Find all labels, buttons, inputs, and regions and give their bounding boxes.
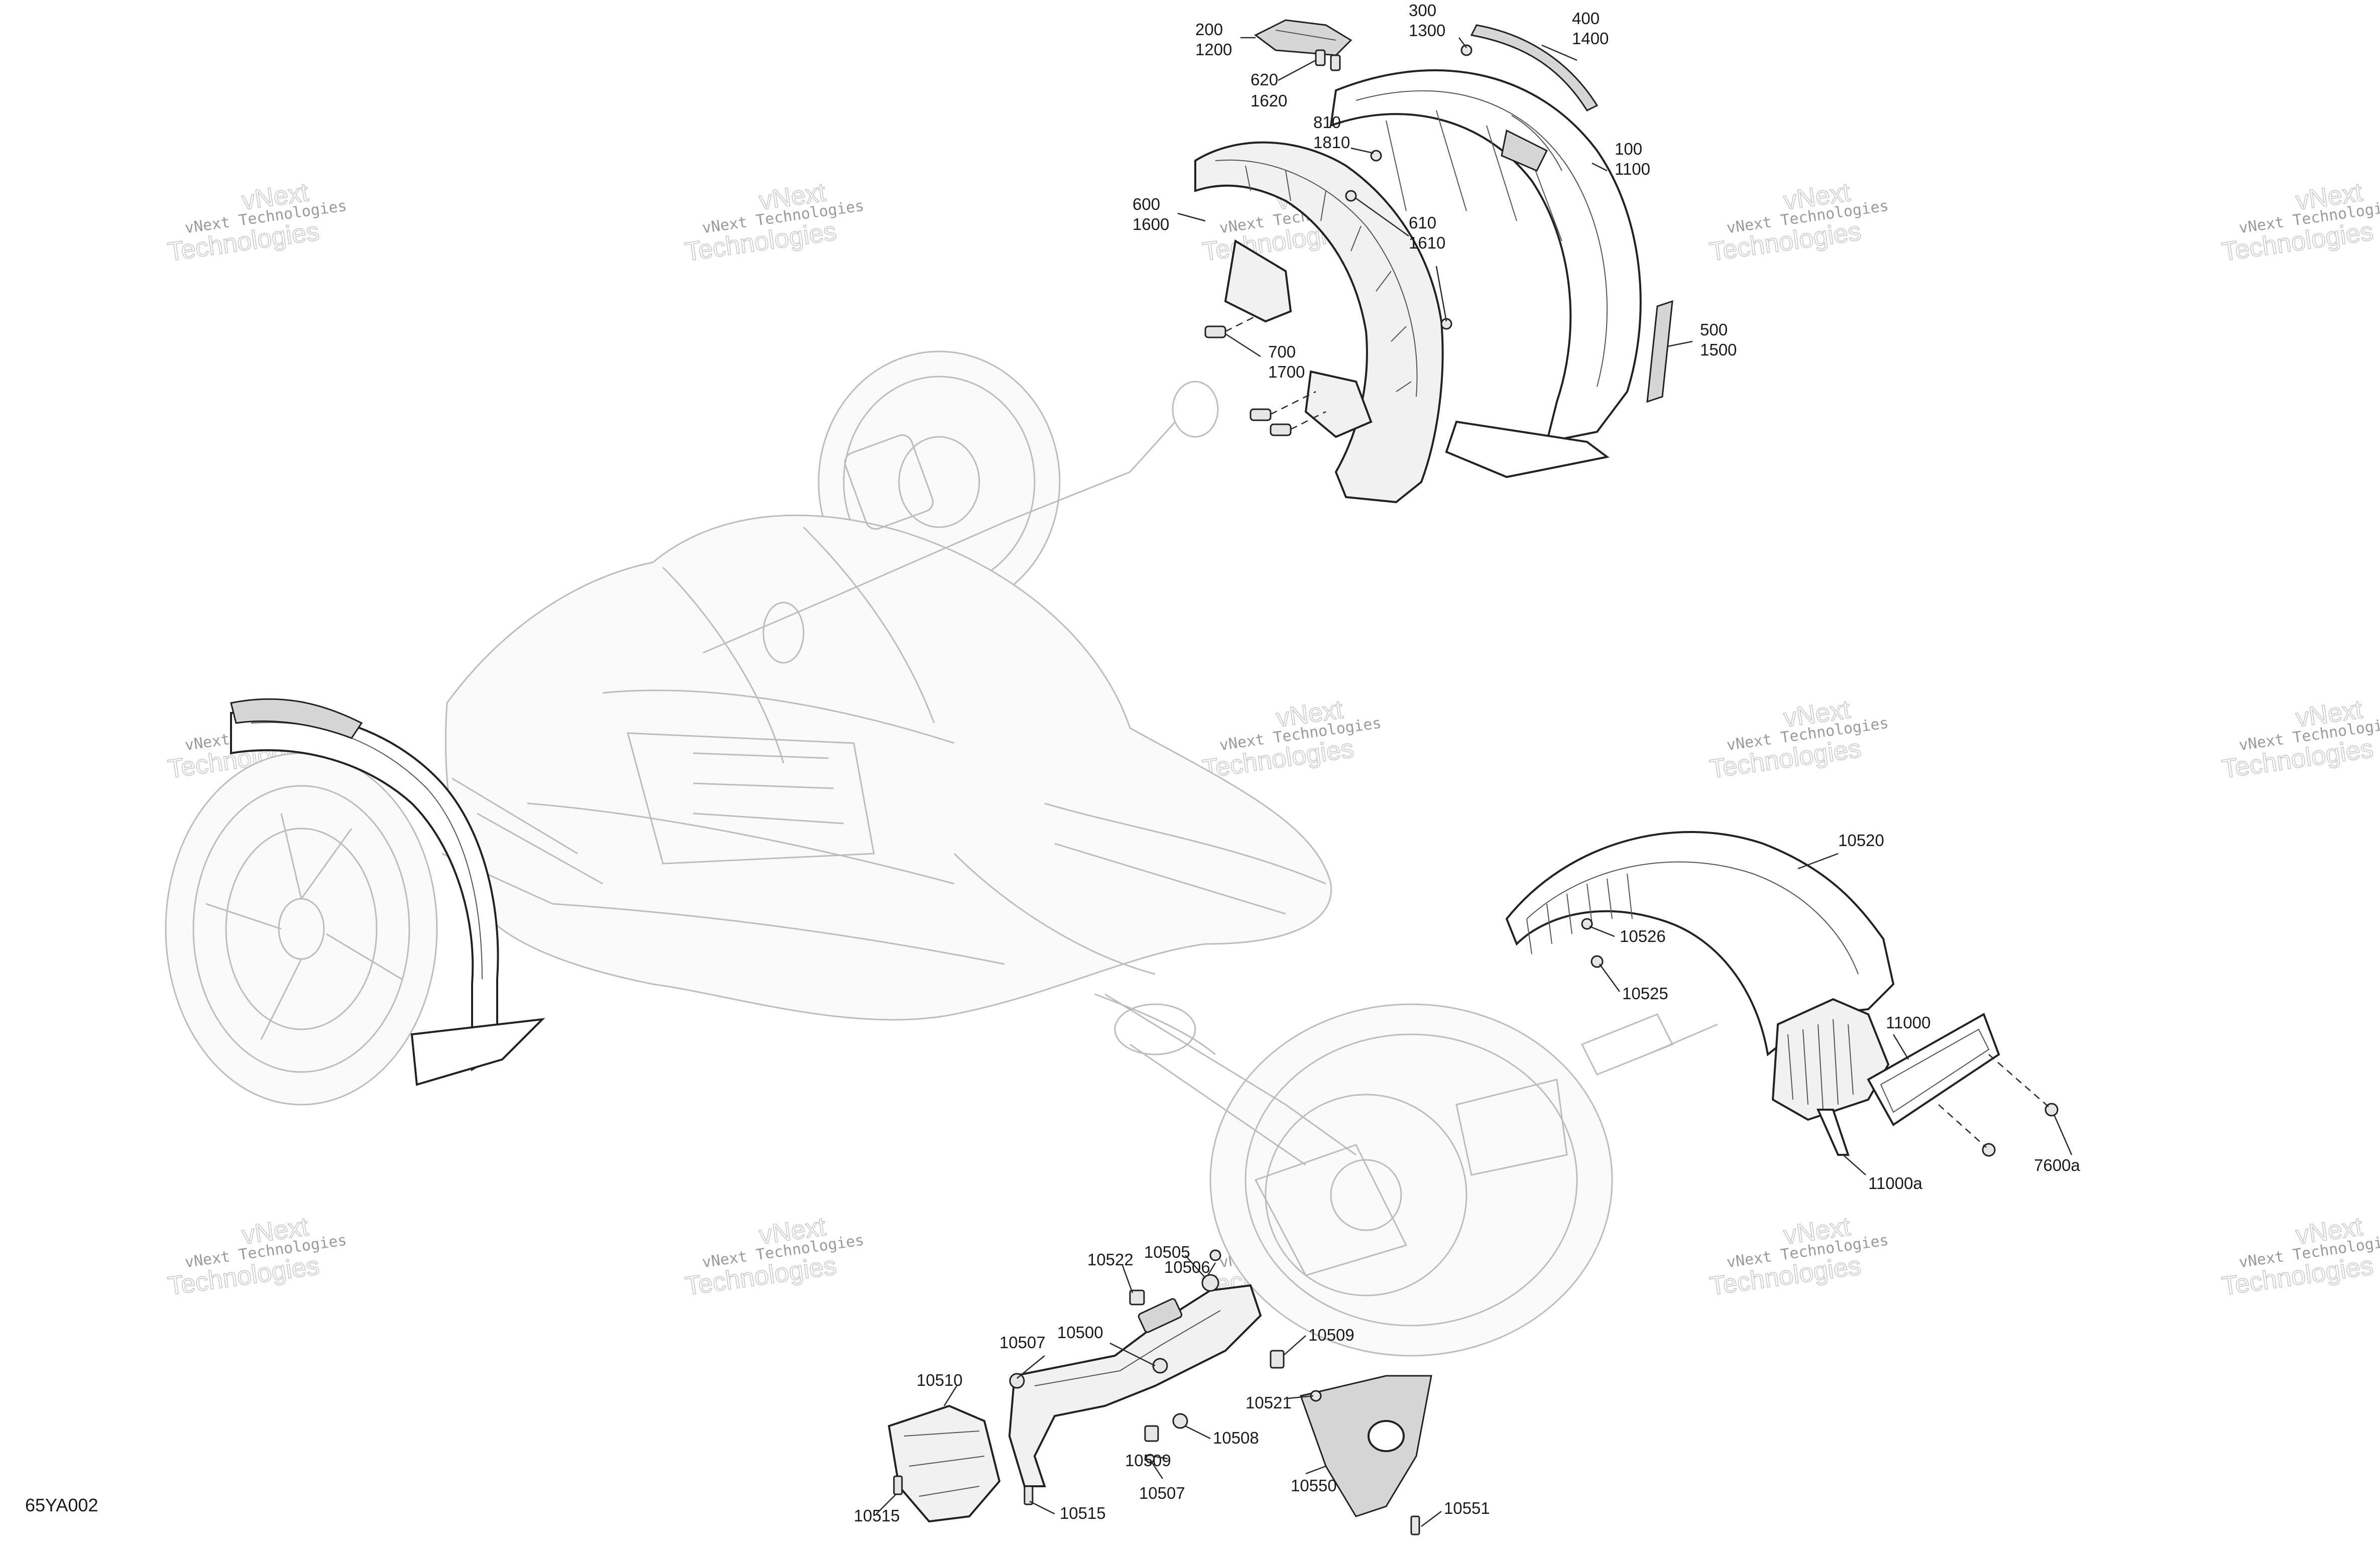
bolt-icon bbox=[1250, 408, 1272, 421]
nut-icon bbox=[1145, 1454, 1155, 1464]
callout-label: 1400 bbox=[1572, 29, 1609, 48]
callout-label: 300 bbox=[1409, 1, 1436, 20]
left-front-fender bbox=[230, 698, 545, 1086]
callout-label: 10522 bbox=[1087, 1250, 1134, 1269]
screw-icon bbox=[1330, 54, 1341, 71]
callout-label: 10500 bbox=[1057, 1323, 1103, 1342]
washer-icon bbox=[1201, 1274, 1219, 1292]
callout-label: 10507 bbox=[999, 1333, 1046, 1352]
watermark: vNext Technologies Technologies vNext bbox=[683, 1212, 865, 1301]
callout-label: 1610 bbox=[1409, 233, 1445, 252]
callout-label: 610 bbox=[1409, 213, 1436, 232]
mount-bracket bbox=[1224, 239, 1292, 323]
clip-icon bbox=[1129, 1289, 1145, 1305]
callout-label: 7600a bbox=[2034, 1156, 2080, 1174]
lower-plate bbox=[1445, 420, 1610, 479]
callout-label: 620 bbox=[1251, 70, 1278, 89]
callout-label: 10510 bbox=[917, 1371, 963, 1389]
vehicle-outline bbox=[165, 350, 1718, 1357]
bolt-icon bbox=[1270, 423, 1292, 436]
watermark: vNext Technologies Technologies vNext bbox=[166, 1212, 348, 1301]
callout-label: 10507 bbox=[1139, 1484, 1185, 1502]
callout-label: 700 bbox=[1268, 342, 1296, 361]
rear-fender bbox=[1505, 831, 1895, 1056]
screw-icon bbox=[1315, 49, 1326, 66]
nut-icon bbox=[2045, 1103, 2059, 1117]
fender-light bbox=[1254, 19, 1352, 56]
callout-label: 10505 bbox=[1144, 1243, 1190, 1261]
side-guard bbox=[887, 1404, 1001, 1523]
callout-label: 200 bbox=[1195, 20, 1223, 39]
callout-label: 810 bbox=[1313, 113, 1341, 132]
watermark: vNext Technologies Technologies vNext bbox=[2220, 177, 2380, 267]
callout-label: 500 bbox=[1700, 320, 1728, 339]
screw-icon bbox=[1410, 1515, 1420, 1535]
callout-label: 10520 bbox=[1838, 831, 1884, 850]
inner-fender bbox=[1194, 141, 1444, 504]
callout-label: 10515 bbox=[1060, 1504, 1106, 1522]
washer-icon bbox=[1152, 1358, 1168, 1374]
nut-icon bbox=[1209, 1249, 1221, 1261]
callout-label: 1500 bbox=[1700, 340, 1737, 359]
rear-fender-exploded bbox=[1505, 831, 2059, 1157]
callout-label: 10525 bbox=[1622, 984, 1668, 1003]
callout-labels: 200 1200 300 1300 400 1400 620 1620 810 … bbox=[854, 1, 2080, 1525]
trim-strip bbox=[1470, 24, 1599, 111]
callout-label: 10515 bbox=[854, 1506, 900, 1525]
callout-label: 10521 bbox=[1245, 1393, 1292, 1412]
callout-label: 10526 bbox=[1620, 927, 1666, 945]
callout-label: 1700 bbox=[1268, 363, 1305, 381]
callout-label: 10550 bbox=[1291, 1476, 1337, 1495]
watermark: vNext Technologies Technologies vNext bbox=[166, 177, 348, 267]
clip-icon bbox=[1144, 1425, 1159, 1442]
bracket-exploded bbox=[887, 1249, 1432, 1535]
watermark: vNext Technologies Technologies vNext bbox=[1708, 1212, 1890, 1301]
callout-label: 1100 bbox=[1615, 160, 1650, 178]
rivet-icon bbox=[1460, 44, 1472, 56]
watermark: vNext Technologies Technologies vNext bbox=[1708, 694, 1890, 784]
callout-label: 10506 bbox=[1164, 1258, 1210, 1276]
watermark: vNext Technologies Technologies vNext bbox=[1708, 177, 1890, 267]
watermark: vNext Technologies Technologies vNext bbox=[2220, 694, 2380, 784]
callout-label: 1200 bbox=[1195, 40, 1232, 59]
front-left-wheel bbox=[165, 752, 438, 1106]
watermark: vNext Technologies Technologies vNext bbox=[1200, 694, 1383, 784]
callout-label: 11000 bbox=[1886, 1013, 1931, 1032]
screw-icon bbox=[1024, 1485, 1034, 1505]
bolt-icon bbox=[1204, 325, 1226, 338]
vehicle-body bbox=[441, 381, 1718, 1276]
callout-label: 1300 bbox=[1409, 21, 1445, 40]
washer-icon bbox=[1009, 1373, 1025, 1389]
callout-label: 10551 bbox=[1444, 1499, 1490, 1517]
callout-label: 1810 bbox=[1313, 133, 1350, 152]
fender-panel bbox=[1329, 69, 1642, 443]
callout-label: 1600 bbox=[1132, 215, 1169, 233]
watermark: vNext Technologies Technologies vNext bbox=[683, 177, 865, 267]
front-fender-exploded bbox=[1194, 19, 1673, 504]
callout-label: 10509 bbox=[1125, 1451, 1171, 1470]
callout-label: 600 bbox=[1132, 195, 1160, 213]
rivet-icon bbox=[1370, 150, 1382, 162]
cover-guard bbox=[1300, 1375, 1432, 1517]
rear-wheel bbox=[1209, 1003, 1613, 1357]
clip-icon bbox=[1270, 1350, 1285, 1369]
watermark: vNext Technologies Technologies vNext bbox=[2220, 1212, 2380, 1301]
side-strip bbox=[1646, 300, 1673, 403]
rivet-icon bbox=[1345, 190, 1357, 202]
diagram-code: 65YA002 bbox=[25, 1495, 98, 1515]
license-frame bbox=[1867, 1013, 2000, 1126]
callout-label: 10509 bbox=[1308, 1326, 1354, 1344]
screw-icon bbox=[893, 1475, 903, 1495]
washer-icon bbox=[1172, 1413, 1188, 1429]
callout-label: 400 bbox=[1572, 9, 1600, 28]
callout-label: 10508 bbox=[1213, 1429, 1259, 1447]
callout-label: 11000a bbox=[1868, 1174, 1922, 1193]
callout-label: 100 bbox=[1615, 140, 1642, 158]
callout-label: 1620 bbox=[1251, 91, 1287, 110]
leader-lines bbox=[876, 37, 2073, 1527]
